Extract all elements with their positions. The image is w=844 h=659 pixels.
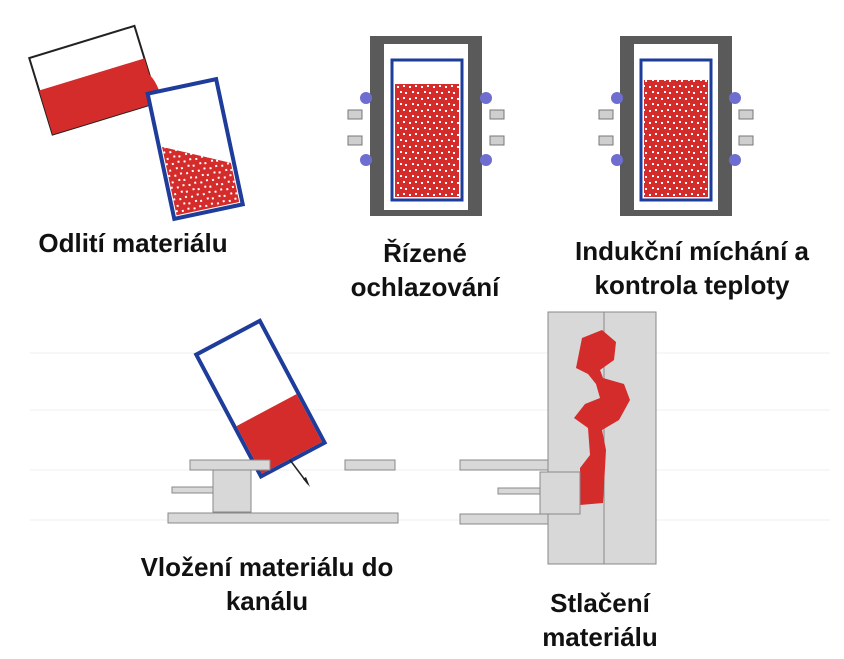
pouring-ladle — [27, 24, 160, 136]
cooling-melt — [395, 84, 459, 197]
compression-stage — [459, 311, 657, 565]
cooling-jets — [347, 109, 505, 146]
insertion-container — [193, 318, 328, 480]
caption-pouring: Odlití materiálu — [38, 228, 228, 258]
caption-cooling: Řízené ochlazování — [350, 238, 500, 302]
pouring-stage — [27, 24, 246, 222]
caption-insertion: Vložení materiálu do kanálu — [140, 552, 394, 616]
stirring-melt — [644, 80, 708, 197]
die-cavity-melt — [574, 330, 630, 505]
stirring-stage — [598, 36, 754, 216]
stirring-coils — [611, 92, 741, 166]
pouring-container — [145, 76, 246, 222]
press-plunger — [459, 459, 581, 525]
caption-compression: Stlačení materiálu — [542, 588, 658, 652]
background-lines — [30, 352, 830, 521]
insertion-stage — [167, 318, 399, 524]
cooling-stage — [347, 36, 505, 216]
caption-stirring: Indukční míchání a kontrola teploty — [574, 236, 810, 300]
stirring-jets — [598, 109, 754, 146]
cooling-coils — [360, 92, 492, 166]
shot-sleeve — [167, 459, 399, 524]
